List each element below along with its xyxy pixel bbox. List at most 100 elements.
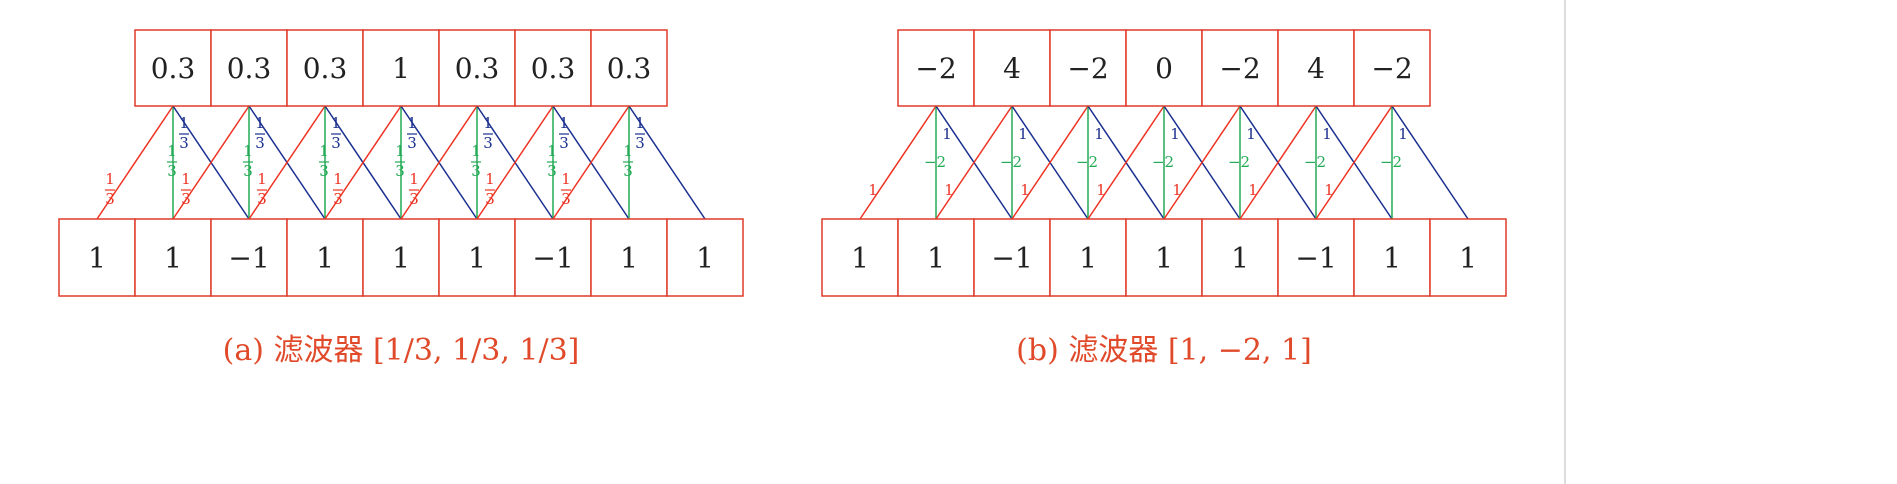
- weight-denominator: 3: [561, 190, 571, 208]
- weight-denominator: 3: [167, 162, 177, 180]
- input-value: 1: [1383, 242, 1401, 275]
- weight-numerator: 1: [331, 114, 341, 132]
- weight-right: 1: [1018, 125, 1028, 143]
- input-cell: [1125, 218, 1203, 297]
- weight-denominator: 3: [319, 162, 329, 180]
- input-value: −1: [532, 242, 573, 275]
- weight-center-fraction: 13: [471, 142, 481, 180]
- weight-right: 1: [942, 125, 952, 143]
- edge-left: [1315, 105, 1393, 220]
- input-cell: [362, 218, 440, 297]
- output-cell: [973, 29, 1051, 107]
- input-cell: [1049, 218, 1127, 297]
- weight-denominator: 3: [409, 190, 419, 208]
- input-value: −1: [1295, 242, 1336, 275]
- input-cell: [438, 218, 516, 297]
- input-cell: [210, 218, 288, 297]
- output-cell: [590, 29, 668, 107]
- weight-left-fraction: 13: [409, 170, 419, 208]
- weight-left: 1: [1324, 181, 1334, 199]
- output-cell: [1049, 29, 1127, 107]
- output-value: 0.3: [151, 52, 196, 85]
- input-cell: [590, 218, 668, 297]
- output-value: −2: [1067, 52, 1108, 85]
- weight-denominator: 3: [485, 190, 495, 208]
- output-cell: [514, 29, 592, 107]
- input-cell: [1429, 218, 1507, 297]
- output-cell: [1277, 29, 1355, 107]
- input-value: 1: [392, 242, 410, 275]
- weight-center-fraction: 13: [319, 142, 329, 180]
- weight-left: 1: [1020, 181, 1030, 199]
- weight-center-fraction: 13: [395, 142, 405, 180]
- edges: [859, 105, 1469, 220]
- output-cell: [1125, 29, 1203, 107]
- output-value: 0: [1155, 52, 1173, 85]
- weight-numerator: 1: [105, 170, 115, 188]
- weight-denominator: 3: [395, 162, 405, 180]
- weight-center-fraction: 13: [623, 142, 633, 180]
- weight-center: −2: [1228, 153, 1250, 171]
- weight-right-fraction: 13: [331, 114, 341, 152]
- output-value: 0.3: [227, 52, 272, 85]
- output-cell: [134, 29, 212, 107]
- output-value: 0.3: [531, 52, 576, 85]
- weight-numerator: 1: [257, 170, 267, 188]
- weight-left-fraction: 13: [561, 170, 571, 208]
- panel-caption: (b) 滤波器 [1, −2, 1]: [1016, 333, 1312, 368]
- weight-numerator: 1: [483, 114, 493, 132]
- weight-labels: 1313131313131313131313131313131313131313…: [105, 114, 645, 208]
- weight-center: −2: [1304, 153, 1326, 171]
- weight-denominator: 3: [407, 134, 417, 152]
- panel-a: 1313131313131313131313131313131313131313…: [58, 29, 744, 368]
- output-value: 0.3: [455, 52, 500, 85]
- edge-left: [476, 105, 554, 220]
- weight-denominator: 3: [105, 190, 115, 208]
- weight-numerator: 1: [333, 170, 343, 188]
- output-value: −2: [1219, 52, 1260, 85]
- weight-right: 1: [1322, 125, 1332, 143]
- input-cell: [1201, 218, 1279, 297]
- weight-denominator: 3: [181, 190, 191, 208]
- weight-left: 1: [944, 181, 954, 199]
- output-cell: [210, 29, 288, 107]
- output-value: 0.3: [303, 52, 348, 85]
- edge-left: [172, 105, 250, 220]
- weight-denominator: 3: [255, 134, 265, 152]
- weight-right-fraction: 13: [179, 114, 189, 152]
- weight-center: −2: [1380, 153, 1402, 171]
- weight-numerator: 1: [407, 114, 417, 132]
- weight-denominator: 3: [333, 190, 343, 208]
- weight-numerator: 1: [255, 114, 265, 132]
- output-cell: [1201, 29, 1279, 107]
- weight-left: 1: [1096, 181, 1106, 199]
- edge-left: [1011, 105, 1089, 220]
- edge-left: [1163, 105, 1241, 220]
- weight-numerator: 1: [561, 170, 571, 188]
- weight-numerator: 1: [623, 142, 633, 160]
- weight-numerator: 1: [485, 170, 495, 188]
- weight-right: 1: [1170, 125, 1180, 143]
- weight-denominator: 3: [243, 162, 253, 180]
- input-value: −1: [228, 242, 269, 275]
- input-cell: [514, 218, 592, 297]
- output-cell: [286, 29, 364, 107]
- edge-left: [935, 105, 1013, 220]
- weight-center: −2: [1000, 153, 1022, 171]
- input-cell: [1353, 218, 1431, 297]
- weight-left: 1: [1172, 181, 1182, 199]
- weight-right-fraction: 13: [407, 114, 417, 152]
- output-cell: [438, 29, 516, 107]
- output-cell: [362, 29, 440, 107]
- weight-denominator: 3: [623, 162, 633, 180]
- edge-left: [1087, 105, 1165, 220]
- input-value: 1: [851, 242, 869, 275]
- weight-denominator: 3: [483, 134, 493, 152]
- weight-right-fraction: 13: [255, 114, 265, 152]
- input-value: 1: [468, 242, 486, 275]
- output-value: 1: [392, 52, 410, 85]
